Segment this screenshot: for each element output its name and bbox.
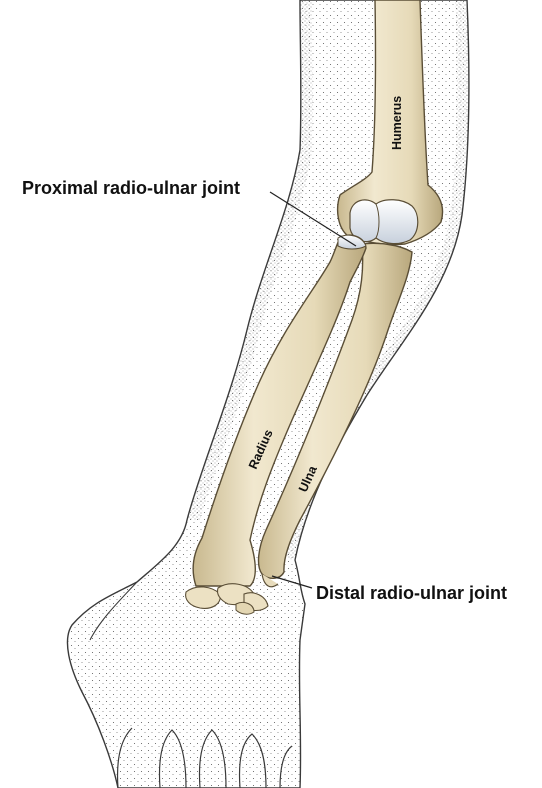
distal-radio-ulnar-joint-label: Distal radio-ulnar joint — [316, 583, 507, 603]
proximal-radio-ulnar-joint-label: Proximal radio-ulnar joint — [22, 178, 240, 198]
humerus-label: Humerus — [390, 96, 404, 150]
